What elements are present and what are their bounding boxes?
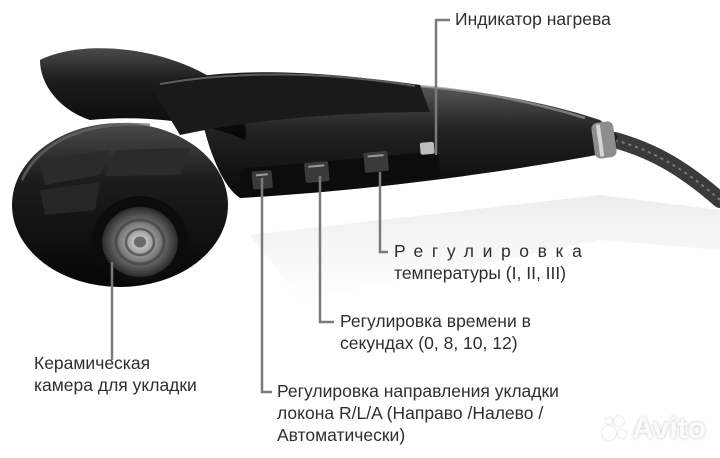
temperature-switch [363,150,389,173]
label-ceramic-line2: камера для укладки [34,375,197,395]
avito-wordmark: Avito [632,412,706,445]
leader-time [318,176,334,324]
label-ceramic-line1: Керамическая [34,353,151,373]
label-temperature-line1: Регулировка [394,241,591,261]
label-direction-line3: Автоматически) [277,425,406,445]
leader-temperature [378,172,388,254]
label-direction-line1: Регулировка направления укладки [277,381,559,401]
leader-indicator [434,18,450,155]
label-direction: Регулировка направления укладки локона R… [277,380,559,446]
leader-direction [260,178,272,394]
label-temperature: Регулировка температуры (I, II, III) [394,240,591,284]
lever-arm [150,72,430,135]
label-ceramic-chamber: Керамическая камера для укладки [34,352,197,396]
label-direction-line2: локона R/L/A (Направо /Налево / [277,403,544,423]
power-cord [607,132,720,208]
label-temperature-line2: температуры (I, II, III) [394,263,567,283]
reflection [250,195,720,300]
label-time-line1: Регулировка времени в [340,311,531,331]
label-time: Регулировка времени в секундах (0, 8, 10… [340,310,531,354]
time-switch [304,161,330,183]
label-heat-indicator: Индикатор нагрева [455,9,611,29]
label-time-line2: секундах (0, 8, 10, 12) [340,333,518,353]
avito-logo-icon [602,416,628,442]
control-panel [239,141,441,195]
avito-watermark: Avito [602,412,706,446]
heat-indicator-light [419,141,435,155]
